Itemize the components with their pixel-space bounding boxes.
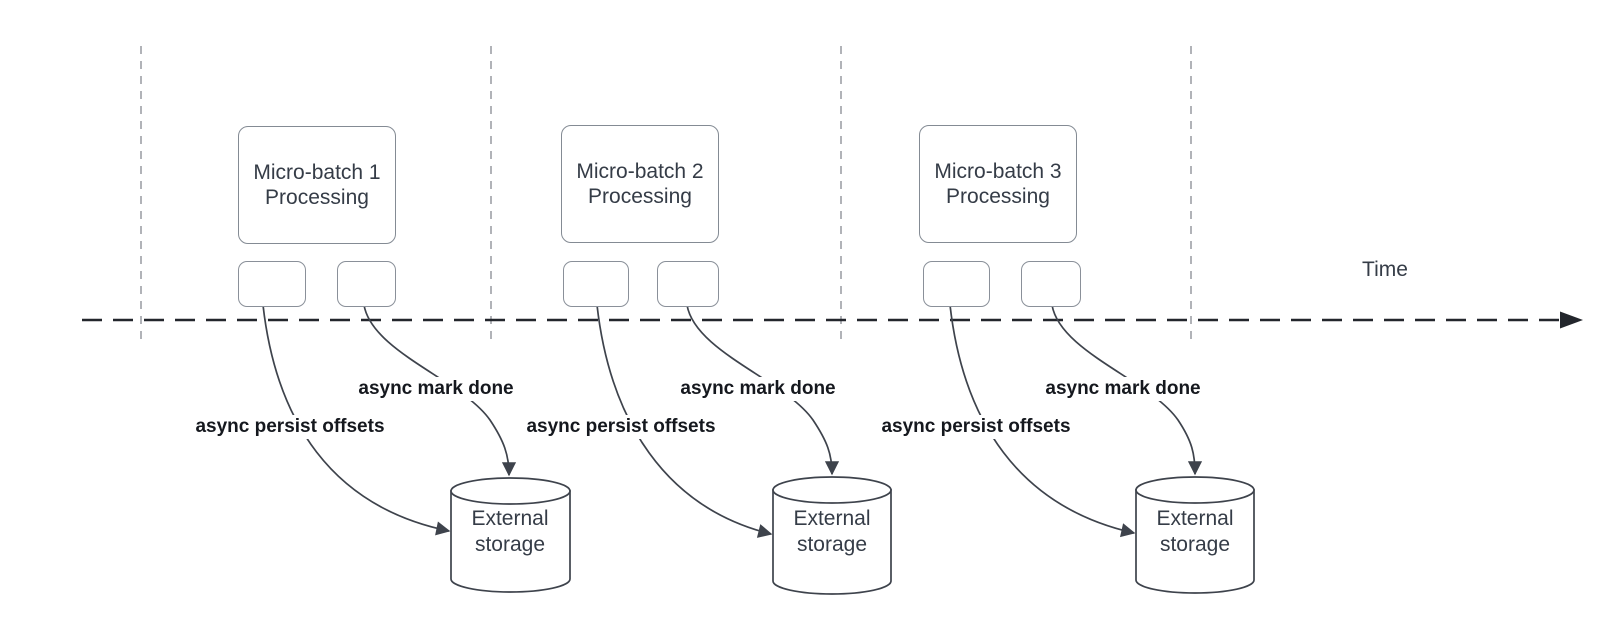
persist-offsets-label-1: async persist offsets [191, 415, 389, 439]
mark-done-task-box-2 [657, 261, 719, 307]
batch-subtitle: Processing [588, 185, 692, 208]
mark-done-label-1: async mark done [354, 377, 518, 401]
persist-offsets-arrow-3 [949, 304, 1136, 538]
mark-done-arrow-3 [1051, 304, 1203, 476]
offset-task-box-2 [563, 261, 629, 307]
storage-cylinder-3 [1135, 476, 1255, 594]
storage-line1: External [471, 507, 549, 530]
batch-title: Micro-batch 2 [576, 160, 704, 183]
mark-done-task-box-3 [1021, 261, 1081, 307]
batch-subtitle: Processing [265, 186, 369, 209]
micro-batch-1-box: Micro-batch 1 Processing [238, 126, 396, 244]
mark-done-label-3: async mark done [1041, 377, 1205, 401]
storage-line1: External [793, 507, 871, 530]
mark-done-arrow-1 [363, 304, 517, 477]
mark-done-label-2: async mark done [676, 377, 840, 401]
storage-line1: External [1156, 507, 1234, 530]
batch-title: Micro-batch 1 [253, 161, 381, 184]
mark-done-task-box-1 [337, 261, 396, 307]
persist-offsets-arrow-2 [596, 304, 773, 538]
storage-cylinder-1 [450, 477, 571, 593]
storage-label-2: External storage [767, 500, 897, 564]
offset-task-box-3 [923, 261, 990, 307]
storage-line2: storage [474, 533, 546, 556]
storage-line2: storage [796, 533, 868, 556]
persist-offsets-label-3: async persist offsets [877, 415, 1075, 439]
storage-label-3: External storage [1130, 500, 1260, 564]
time-axis-arrowhead [1560, 311, 1583, 329]
micro-batch-3-box: Micro-batch 3 Processing [919, 125, 1077, 243]
persist-offsets-arrow-1 [262, 304, 451, 536]
time-axis-label: Time [1362, 258, 1408, 281]
storage-line2: storage [1159, 533, 1231, 556]
mark-done-arrow-2 [686, 304, 840, 476]
batch-subtitle: Processing [946, 185, 1050, 208]
persist-offsets-label-2: async persist offsets [522, 415, 720, 439]
offset-task-box-1 [238, 261, 306, 307]
storage-cylinder-2 [772, 476, 892, 595]
storage-label-1: External storage [445, 500, 575, 564]
micro-batch-2-box: Micro-batch 2 Processing [561, 125, 719, 243]
batch-title: Micro-batch 3 [934, 160, 1062, 183]
